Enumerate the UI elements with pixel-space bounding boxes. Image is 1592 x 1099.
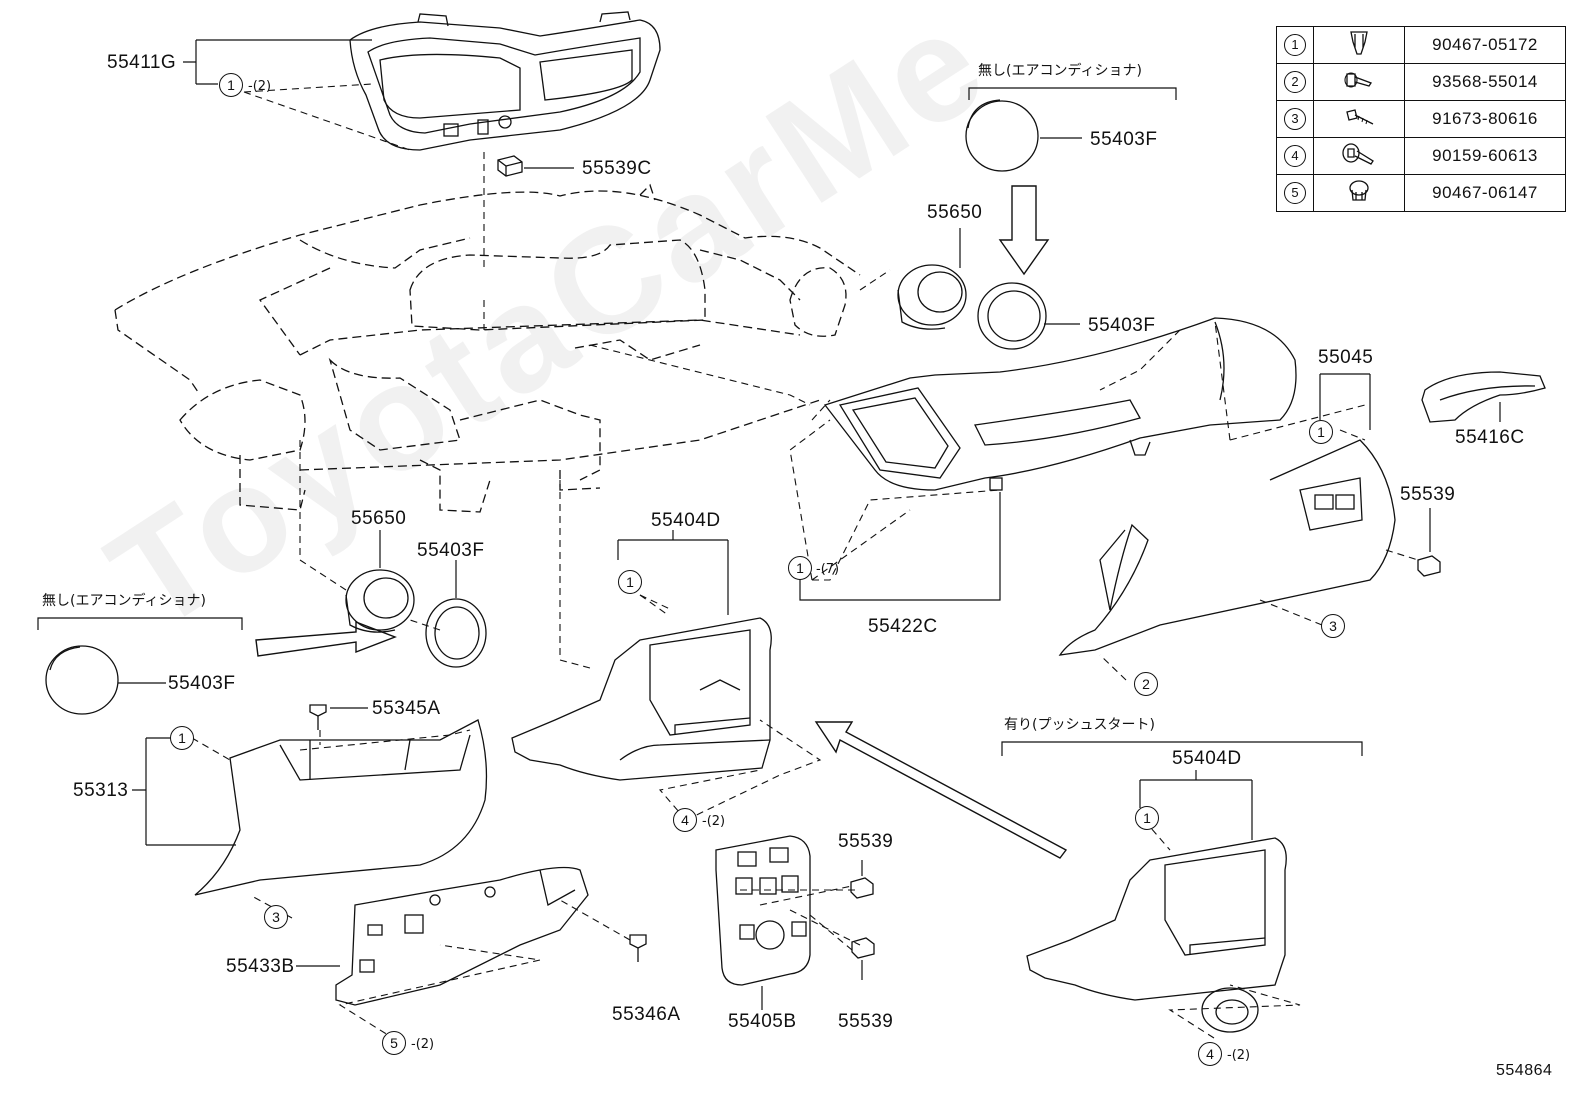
screw-55345A xyxy=(309,704,327,730)
part-label-55539-right[interactable]: 55539 xyxy=(1400,484,1456,505)
diagram-id: 554864 xyxy=(1496,1062,1553,1079)
callout-4-right: 4 xyxy=(1198,1042,1222,1066)
note-with-push-start: 有り(プッシュスタート) xyxy=(1004,717,1155,733)
note-no-aircon-left: 無し(エアコンディショナ) xyxy=(42,593,206,609)
assembly-dashes xyxy=(191,83,1419,1041)
cover-55403F-top xyxy=(965,99,1039,172)
part-label-55403F-lower[interactable]: 55403F xyxy=(168,673,236,694)
push-clip-icon xyxy=(1349,179,1369,201)
bolt-washer-icon xyxy=(1342,142,1374,165)
callout-1-55045: 1 xyxy=(1309,420,1333,444)
table-row: 5 90467-06147 xyxy=(1276,174,1566,212)
clip-55346A xyxy=(629,934,647,962)
lower-panel-55045 xyxy=(1058,439,1396,656)
switch-55539-b xyxy=(851,937,875,959)
cover-55403F-lower xyxy=(45,645,119,715)
ring-55403F-mid xyxy=(977,282,1047,350)
callout-1-55411G: 1 xyxy=(219,73,243,97)
lower-bracket-55433B xyxy=(335,866,589,1006)
fastener-table: 1 90467-05172 2 93568-55014 3 91673-8061… xyxy=(1276,26,1566,212)
table-row: 4 90159-60613 xyxy=(1276,137,1566,175)
part-label-55045[interactable]: 55045 xyxy=(1318,347,1374,368)
leaders xyxy=(37,39,1501,1010)
part-label-55313[interactable]: 55313 xyxy=(73,780,129,801)
part-label-55403F-mid[interactable]: 55403F xyxy=(1088,315,1156,336)
part-label-55539-b[interactable]: 55539 xyxy=(838,1011,894,1032)
cluster-panel-55422C xyxy=(823,317,1297,491)
part-label-55416C[interactable]: 55416C xyxy=(1455,427,1525,448)
callout-1-55422C: 1 xyxy=(788,556,812,580)
callout-qty: -(2) xyxy=(411,1037,435,1052)
callout-qty: -(2) xyxy=(1227,1048,1251,1063)
clip-icon xyxy=(1350,30,1368,55)
ref-number: 2 xyxy=(1284,71,1306,93)
callout-1-55313: 1 xyxy=(170,726,194,750)
switch-base-55405B xyxy=(715,835,811,986)
callout-2-55045: 2 xyxy=(1134,672,1158,696)
vent-55650-left xyxy=(345,569,415,633)
callout-3-55045: 3 xyxy=(1321,614,1345,638)
center-bracket-55404D-right xyxy=(1026,837,1287,1033)
part-number: 90159-60613 xyxy=(1404,137,1566,175)
part-label-55539C[interactable]: 55539C xyxy=(582,158,652,179)
callout-4-center: 4 xyxy=(673,808,697,832)
part-label-55346A[interactable]: 55346A xyxy=(612,1004,681,1025)
callout-3-55313: 3 xyxy=(264,905,288,929)
part-label-55650-left[interactable]: 55650 xyxy=(351,508,407,529)
table-row: 1 90467-05172 xyxy=(1276,26,1566,64)
table-row: 2 93568-55014 xyxy=(1276,63,1566,101)
ref-number: 1 xyxy=(1284,34,1306,56)
ring-55403F-left xyxy=(425,598,487,668)
knee-panel-55313 xyxy=(194,719,488,896)
callout-5-55433B: 5 xyxy=(382,1031,406,1055)
part-label-55403F-top[interactable]: 55403F xyxy=(1090,129,1158,150)
part-label-55404D-center[interactable]: 55404D xyxy=(651,510,721,531)
callout-qty: -(2) xyxy=(702,814,726,829)
arrow-down-top xyxy=(998,185,1050,276)
instrument-panel-dashed xyxy=(114,183,861,513)
part-number: 90467-05172 xyxy=(1404,26,1566,64)
meter-hood-55411G xyxy=(349,11,661,151)
arrow-right-left xyxy=(255,620,397,657)
part-number: 91673-80616 xyxy=(1404,100,1566,138)
bracket-55416C xyxy=(1421,371,1546,423)
switch-55539C xyxy=(497,155,523,177)
center-bracket-55404D xyxy=(511,617,772,781)
callout-1-55404D-right: 1 xyxy=(1135,806,1159,830)
switch-55539-right xyxy=(1417,555,1441,577)
table-row: 3 91673-80616 xyxy=(1276,100,1566,138)
part-label-55650-right[interactable]: 55650 xyxy=(927,202,983,223)
note-no-aircon-top: 無し(エアコンディショナ) xyxy=(978,63,1142,79)
part-label-55422C[interactable]: 55422C xyxy=(868,616,938,637)
callout-1-55404D: 1 xyxy=(618,570,642,594)
ref-number: 3 xyxy=(1284,108,1306,130)
screw-icon xyxy=(1346,108,1374,125)
switch-55539-a xyxy=(850,877,874,899)
part-label-55539-a[interactable]: 55539 xyxy=(838,831,894,852)
ref-number: 4 xyxy=(1284,145,1306,167)
arrow-diagonal xyxy=(814,721,1068,859)
callout-qty: -(2) xyxy=(248,79,272,94)
part-label-55405B[interactable]: 55405B xyxy=(728,1011,797,1032)
part-label-55433B[interactable]: 55433B xyxy=(226,956,295,977)
part-label-55404D-right[interactable]: 55404D xyxy=(1172,748,1242,769)
part-number: 93568-55014 xyxy=(1404,63,1566,101)
part-label-55403F-left[interactable]: 55403F xyxy=(417,540,485,561)
part-label-55411G[interactable]: 55411G xyxy=(107,52,177,73)
vent-55650-right xyxy=(897,264,967,330)
ref-number: 5 xyxy=(1284,182,1306,204)
callout-qty: -(7) xyxy=(816,562,840,577)
part-number: 90467-06147 xyxy=(1404,174,1566,212)
bolt-icon xyxy=(1344,71,1372,88)
part-label-55345A[interactable]: 55345A xyxy=(372,698,441,719)
